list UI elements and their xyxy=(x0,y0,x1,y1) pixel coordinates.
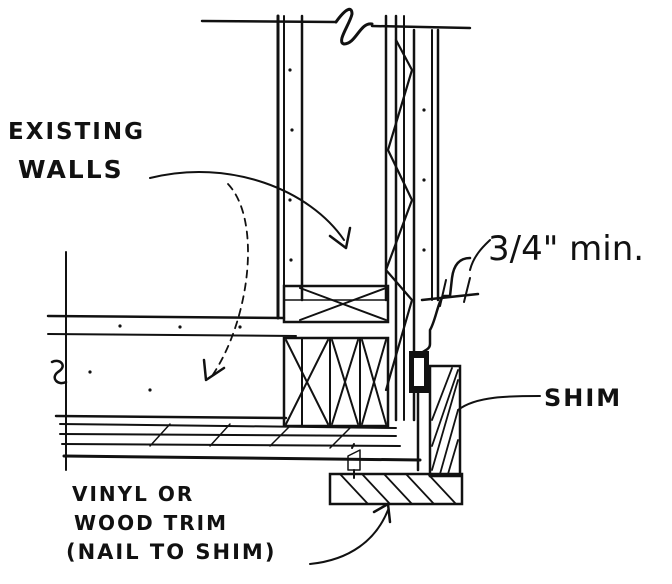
trim-piece xyxy=(328,443,464,506)
framing-corner xyxy=(282,284,390,428)
trim-label-line3: (NAIL TO SHIM) xyxy=(66,540,277,564)
dimension-label: 3/4" min. xyxy=(488,229,645,269)
shim-leader xyxy=(457,395,541,411)
shim-label: SHIM xyxy=(544,384,623,412)
trim-leader xyxy=(309,502,392,565)
trim-label-line2: WOOD TRIM xyxy=(74,511,229,535)
shim-block xyxy=(428,364,462,478)
existing-walls-leader-solid xyxy=(149,171,352,250)
existing-walls-label-line2: WALLS xyxy=(18,155,124,184)
trim-label-line1: VINYL OR xyxy=(72,482,195,506)
horizontal-wall xyxy=(46,251,422,471)
top-break-line xyxy=(200,7,472,46)
dimension-marks xyxy=(420,239,491,307)
existing-walls-label-line1: EXISTING xyxy=(8,119,145,145)
window-jamb-profile xyxy=(409,256,472,472)
existing-walls-leader-dashed xyxy=(202,183,249,382)
